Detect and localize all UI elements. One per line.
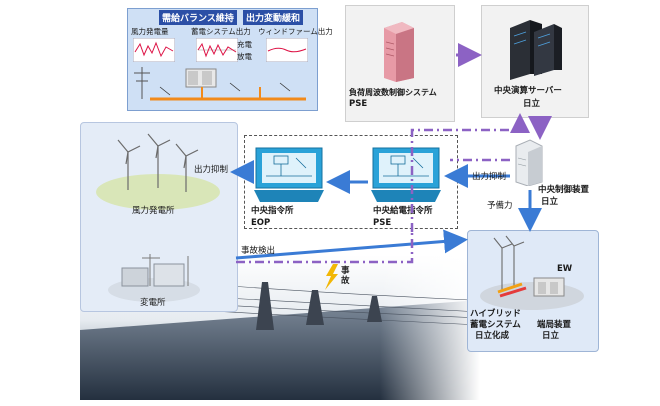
windfarm-output-mini-chart	[266, 38, 308, 62]
pse-title: 中央給電指令所	[373, 206, 433, 216]
central-control-title: 中央制御装置	[538, 185, 590, 195]
central-server-title: 中央演算サーバー	[494, 86, 562, 96]
smoothing-header: 出力変動緩和	[243, 10, 304, 25]
hybrid-storage-title-1: ハイブリッド	[470, 309, 521, 319]
terminal-vendor: 日立	[542, 331, 560, 341]
discharge-label: 放電	[237, 52, 252, 61]
balance-header: 需給バランス維持	[159, 10, 237, 25]
output-limit-left-label: 出力抑制	[194, 165, 229, 175]
eop-title: 中央指令所	[251, 206, 294, 216]
grid-flow-illustration	[134, 67, 306, 101]
charge-label: 充電	[237, 40, 252, 49]
wind-farm-illustration	[96, 133, 220, 210]
pse-console-icon	[371, 147, 441, 202]
central-control-vendor: 日立	[541, 197, 559, 207]
wind-output-mini-chart	[133, 38, 175, 62]
substation-illustration	[108, 254, 200, 302]
terminal-title: 端局装置	[537, 320, 572, 330]
server-rack-icon	[510, 20, 562, 80]
ew-site-illustration	[480, 235, 584, 310]
ew-tag: EW	[557, 264, 573, 274]
central-server-vendor: 日立	[523, 99, 541, 109]
hybrid-storage-title-2: 蓄電システム	[470, 320, 521, 330]
load-control-title: 負荷周波数制御システム	[349, 88, 437, 97]
load-control-vendor: PSE	[349, 99, 368, 109]
hybrid-storage-vendor: 日立化成	[475, 331, 510, 341]
chart-windfarm-label: ウィンドファーム出力	[258, 27, 333, 36]
storage-output-mini-chart	[196, 38, 238, 62]
chart-storage-label: 蓄電システム出力	[191, 27, 251, 36]
fault-detect-label: 事故検出	[241, 246, 276, 256]
substation-label: 変電所	[140, 298, 166, 308]
wind-plant-label: 風力発電所	[132, 206, 175, 216]
eop-vendor: EOP	[251, 218, 271, 228]
pse-vendor: PSE	[373, 218, 392, 228]
accident-label: 事 故	[341, 266, 350, 287]
reserve-label: 予備力	[487, 201, 513, 211]
central-control-unit-icon	[515, 139, 543, 186]
output-limit-right-label: 出力抑制	[472, 172, 507, 182]
server-pink-icon	[384, 22, 414, 82]
eop-console-icon	[254, 147, 324, 202]
chart-wind-label: 風力発電量	[131, 27, 169, 36]
